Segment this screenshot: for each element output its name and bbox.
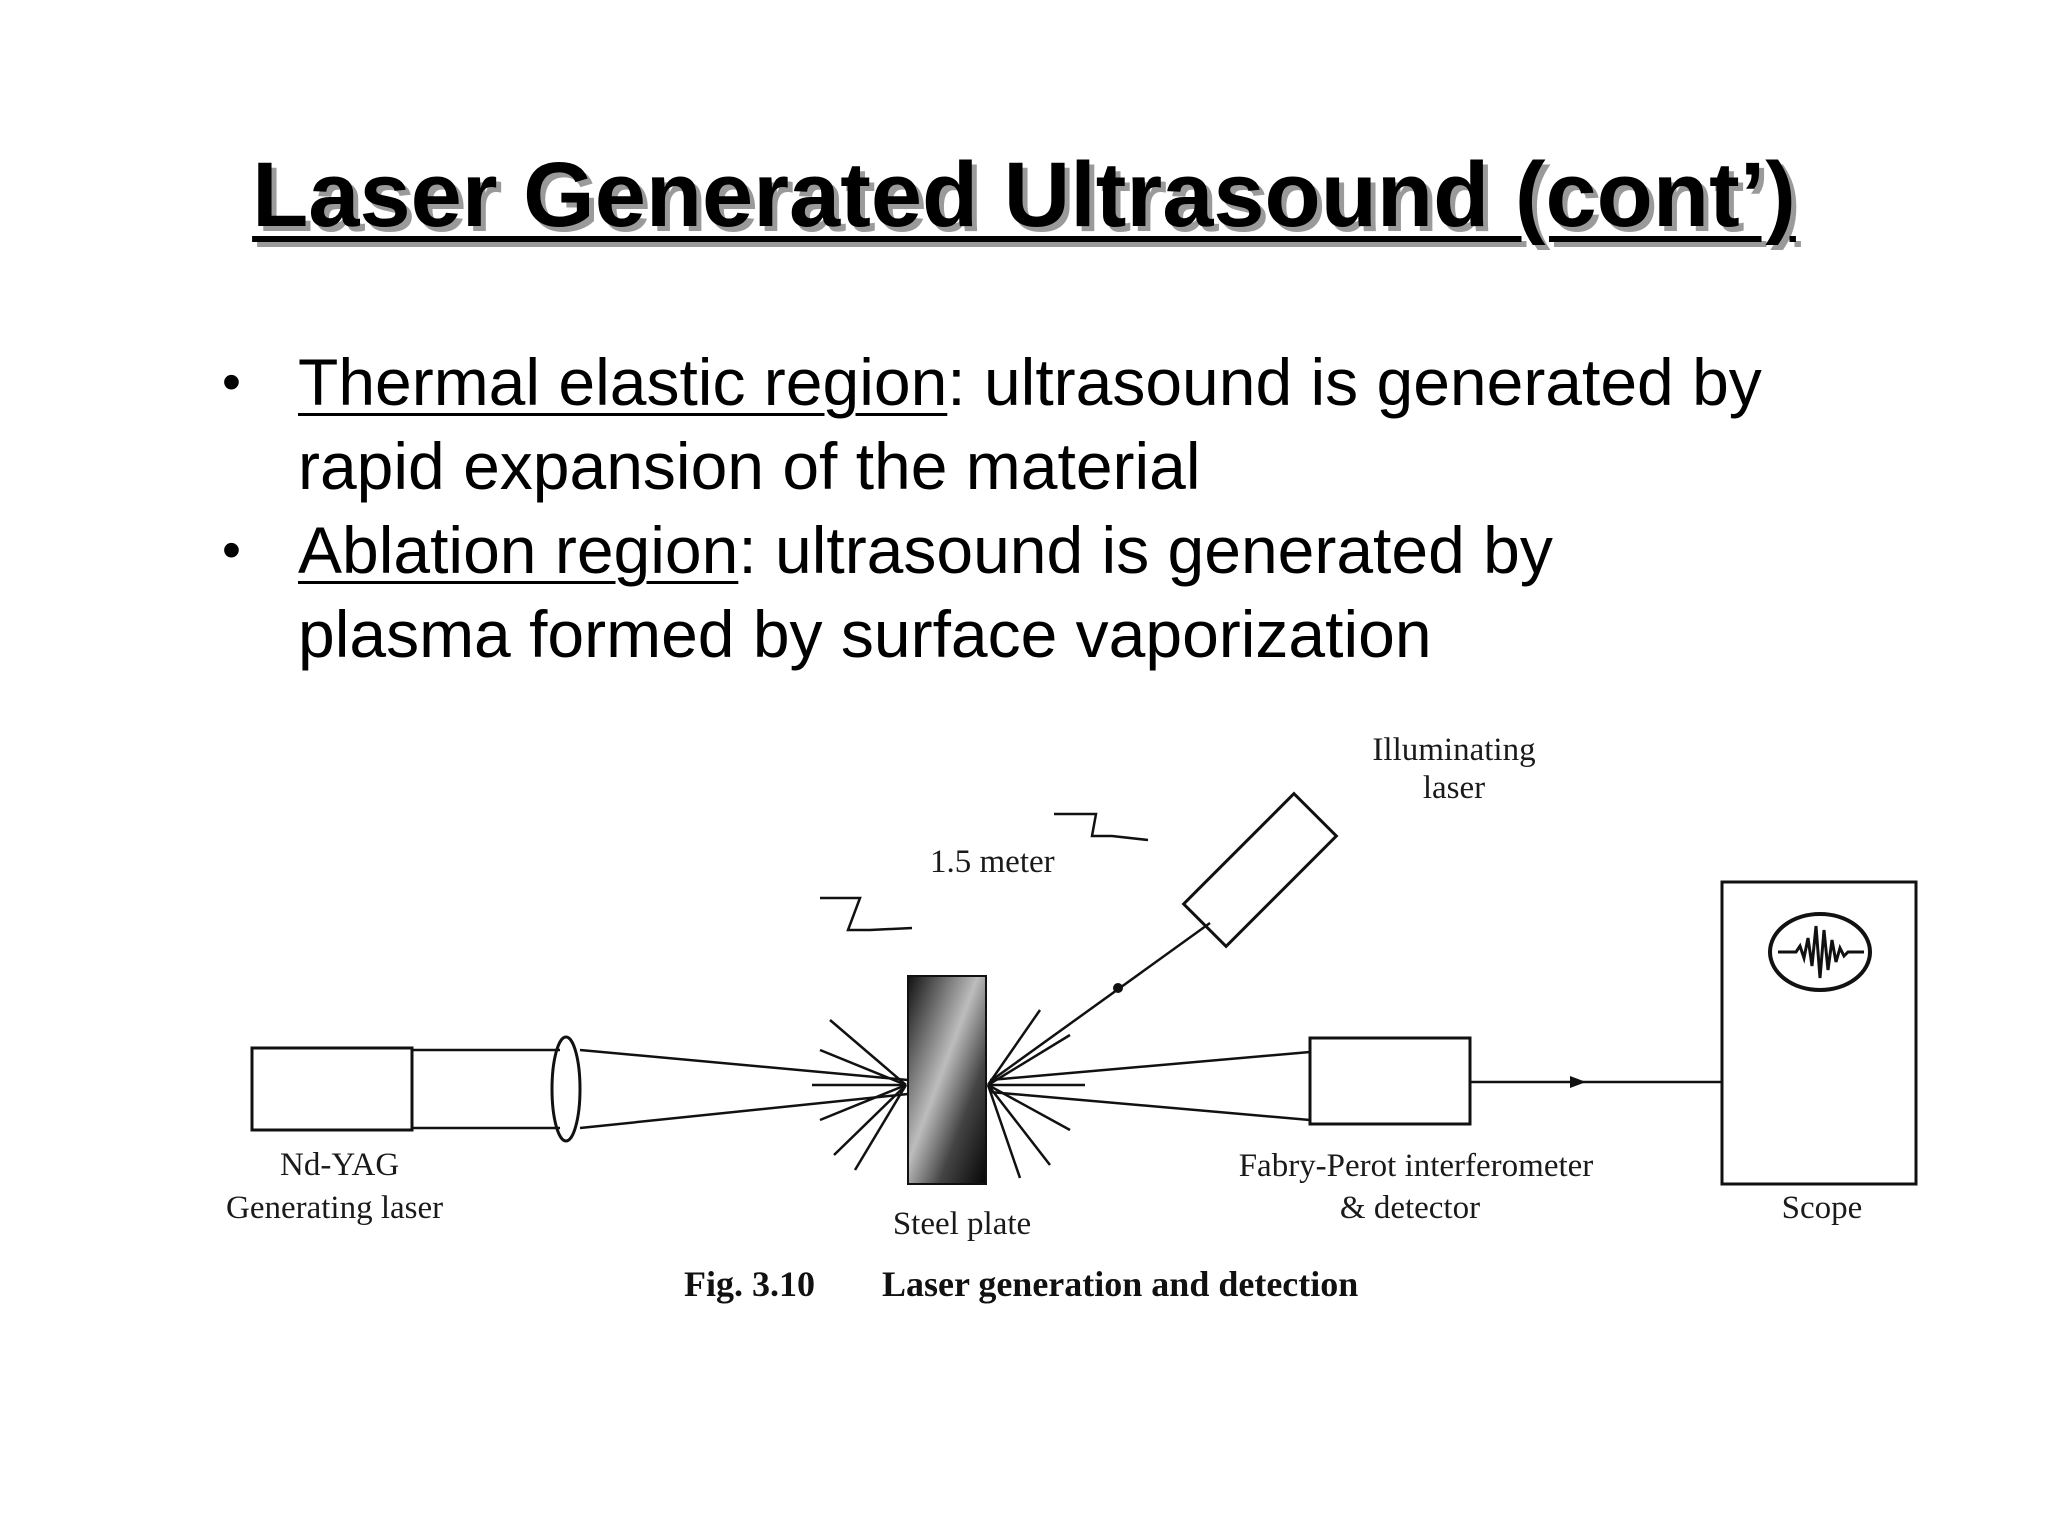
ndyag-label: Nd-YAG	[280, 1147, 399, 1183]
waveform-icon	[1778, 925, 1864, 979]
steel-plate-label: Steel plate	[893, 1206, 1031, 1242]
bullet-dot-icon: •	[222, 352, 241, 412]
lens-icon	[550, 1035, 582, 1143]
scope-label: Scope	[1782, 1190, 1863, 1226]
beam-line	[989, 1090, 1311, 1122]
beam-arrow-icon	[1113, 983, 1123, 993]
bullet-term: Ablation region	[298, 513, 739, 587]
distance-break-icon	[820, 896, 913, 932]
steel-plate-icon	[907, 975, 987, 1185]
laser-setup-diagram: Illuminating laser 1.5 meter Nd-YAG Gene…	[226, 732, 1918, 1304]
figure-caption-text: Laser generation and detection	[882, 1264, 1358, 1304]
illuminating-laser-label-2: laser	[1423, 770, 1485, 806]
illuminating-laser-box	[1181, 791, 1339, 949]
figure-caption-number: Fig. 3.10	[684, 1264, 815, 1304]
bullet-text: : ultrasound is generated by plasma form…	[298, 513, 1553, 671]
beam-line	[579, 1048, 909, 1082]
scope-screen-icon	[1768, 912, 1872, 992]
ndyag-laser-box	[250, 1046, 414, 1132]
bullet-list: • Thermal elastic region: ultrasound is …	[218, 340, 1778, 676]
arrow-icon	[1570, 1076, 1586, 1088]
distance-break-icon	[1054, 812, 1149, 842]
beam-line	[579, 1092, 909, 1130]
illumination-beam	[991, 921, 1211, 1082]
bullet-thermal-elastic: • Thermal elastic region: ultrasound is …	[218, 340, 1778, 508]
beam-line	[989, 1050, 1311, 1082]
bullet-dot-icon: •	[222, 520, 241, 580]
fabry-perot-box	[1308, 1036, 1472, 1126]
laser-setup-figure: Illuminating laser 1.5 meter Nd-YAG Gene…	[0, 700, 2048, 1380]
slide-title: Laser Generated Ultrasound (cont’)	[252, 144, 1796, 246]
bullet-term: Thermal elastic region	[298, 345, 948, 419]
ultrasound-rays-left	[812, 1019, 908, 1171]
bullet-text: : ultrasound is generated by rapid expan…	[298, 345, 1762, 503]
distance-label: 1.5 meter	[930, 844, 1055, 880]
fabry-perot-label: Fabry-Perot interferometer	[1239, 1148, 1594, 1184]
detector-label: & detector	[1340, 1190, 1480, 1226]
illuminating-laser-label: Illuminating	[1372, 732, 1535, 768]
bullet-ablation: • Ablation region: ultrasound is generat…	[218, 508, 1778, 676]
generating-laser-label: Generating laser	[226, 1190, 443, 1226]
